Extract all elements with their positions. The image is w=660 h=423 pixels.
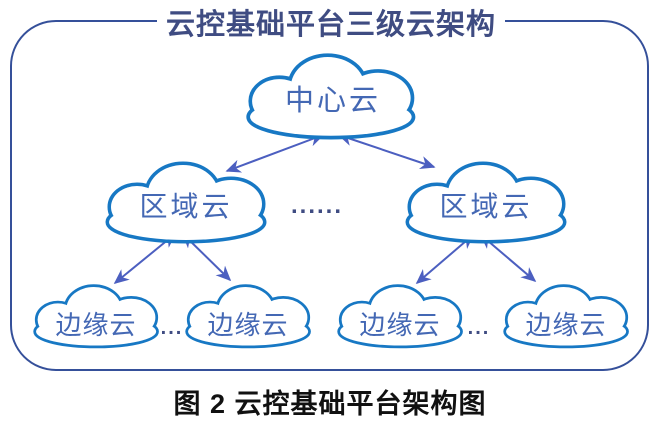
figure-caption: 图 2 云控基础平台架构图 xyxy=(173,388,486,419)
arrow-center-to-regional-left xyxy=(225,133,325,173)
arrow-regional-right-to-edge-3 xyxy=(415,233,475,285)
ellipsis-left-edge-pair: ... xyxy=(161,317,184,339)
edge-cloud-4-label: 边缘云 xyxy=(525,311,606,340)
edge-cloud-2-label: 边缘云 xyxy=(207,311,288,340)
regional-cloud-left-label: 区域云 xyxy=(139,191,232,223)
center-cloud-label: 中心云 xyxy=(285,84,381,117)
edge-cloud-3-label: 边缘云 xyxy=(359,311,440,340)
diagram-title-background xyxy=(157,5,505,39)
ellipsis-right-edge-pair: ... xyxy=(468,317,491,339)
regional-cloud-right-label: 区域云 xyxy=(439,191,532,223)
arrow-center-to-regional-right xyxy=(337,132,436,170)
diagram-title: 云控基础平台三级云架构 xyxy=(166,7,496,41)
edge-cloud-1-label: 边缘云 xyxy=(55,311,136,340)
ellipsis-between-regional: ...... xyxy=(291,192,343,219)
